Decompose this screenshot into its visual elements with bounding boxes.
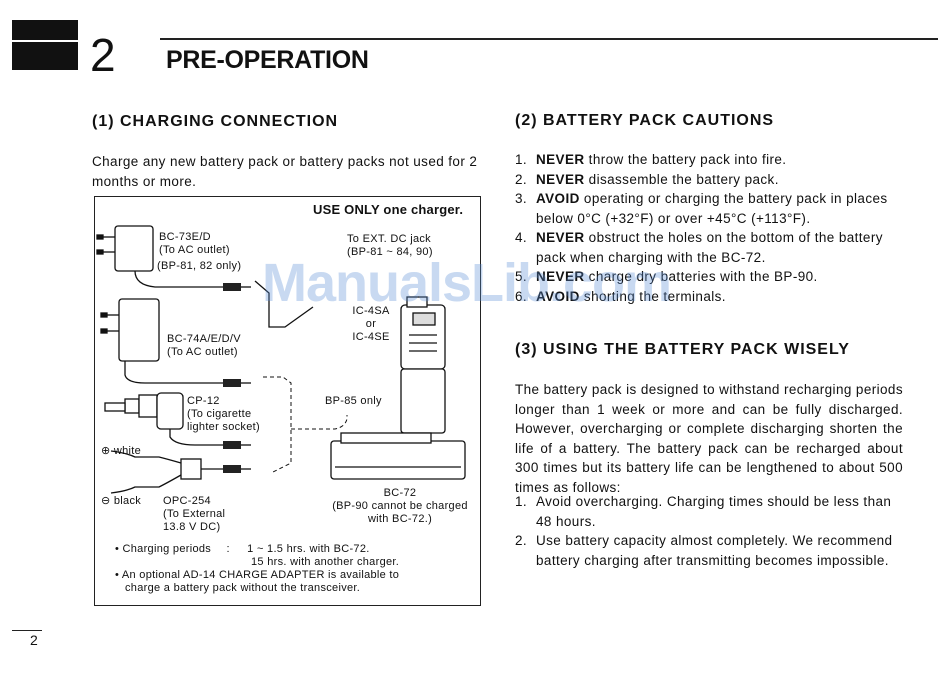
white-wire-label: ⊕ white bbox=[101, 445, 142, 457]
watermark: ManualsLib.com bbox=[262, 253, 672, 313]
bc73-adapter-icon bbox=[96, 225, 154, 272]
diagram-drawing bbox=[96, 225, 466, 494]
wisely-list: 1.Avoid overcharging. Charging times sho… bbox=[515, 492, 903, 570]
list-item: 4.NEVER obstruct the holes on the bottom… bbox=[515, 230, 883, 265]
bc72-charger-icon bbox=[330, 432, 466, 480]
charging-diagram: USE ONLY one charger. BC-73E/D(To AC out… bbox=[94, 196, 481, 606]
adapter-note: • An optional AD-14 CHARGE ADAPTER is av… bbox=[115, 569, 400, 594]
chapter-tab-stripe bbox=[12, 40, 78, 42]
section3-paragraph: The battery pack is designed to withstan… bbox=[515, 382, 903, 495]
section1-heading: (1) CHARGING CONNECTION bbox=[92, 113, 339, 130]
charging-periods-note: • Charging periods : 1 ~ 1.5 hrs. with B… bbox=[115, 543, 400, 568]
use-only-label: USE ONLY one charger. bbox=[313, 202, 464, 217]
list-item: 3.AVOID operating or charging the batter… bbox=[515, 191, 888, 226]
list-item: 2.NEVER disassemble the battery pack. bbox=[515, 171, 779, 187]
bc74-label: BC-74A/E/D/V(To AC outlet) bbox=[167, 333, 241, 358]
chapter-tab bbox=[12, 20, 78, 70]
section3-heading: (3) USING THE BATTERY PACK WISELY bbox=[515, 341, 850, 358]
footer-rule bbox=[12, 630, 42, 631]
cp12-cable bbox=[169, 429, 223, 446]
chapter-title: PRE-OPERATION bbox=[166, 46, 369, 74]
cautions-list: 1.NEVER throw the battery pack into fire… bbox=[515, 150, 903, 306]
bc73-label: BC-73E/D(To AC outlet)(BP-81, 82 only) bbox=[157, 231, 242, 272]
bc74-adapter-icon bbox=[100, 298, 160, 362]
section1-intro: Charge any new battery pack or battery p… bbox=[92, 154, 478, 189]
transceiver-icon bbox=[400, 296, 446, 434]
bc73-cable bbox=[134, 270, 223, 288]
chapter-number: 2 bbox=[90, 29, 116, 81]
list-item: 6.AVOID shorting the terminals. bbox=[515, 288, 726, 304]
section2-heading: (2) BATTERY PACK CAUTIONS bbox=[515, 112, 775, 129]
opc254-cable bbox=[110, 450, 223, 494]
list-item: 1.NEVER throw the battery pack into fire… bbox=[515, 152, 787, 167]
ext-dc-jack-label: To EXT. DC jack(BP-81 ~ 84, 90) bbox=[347, 233, 433, 258]
black-wire-label: ⊖ black bbox=[101, 495, 142, 507]
bc74-cable bbox=[124, 361, 223, 384]
bp85-label: BP-85 only bbox=[325, 395, 382, 407]
list-item: 2.Use battery capacity almost completely… bbox=[515, 533, 893, 568]
cp12-plug-icon bbox=[104, 392, 184, 430]
list-item: 1.Avoid overcharging. Charging times sho… bbox=[515, 494, 892, 529]
header-rule bbox=[160, 38, 938, 40]
page-number: 2 bbox=[30, 632, 38, 648]
list-item: 5.NEVER charge dry batteries with the BP… bbox=[515, 269, 818, 284]
